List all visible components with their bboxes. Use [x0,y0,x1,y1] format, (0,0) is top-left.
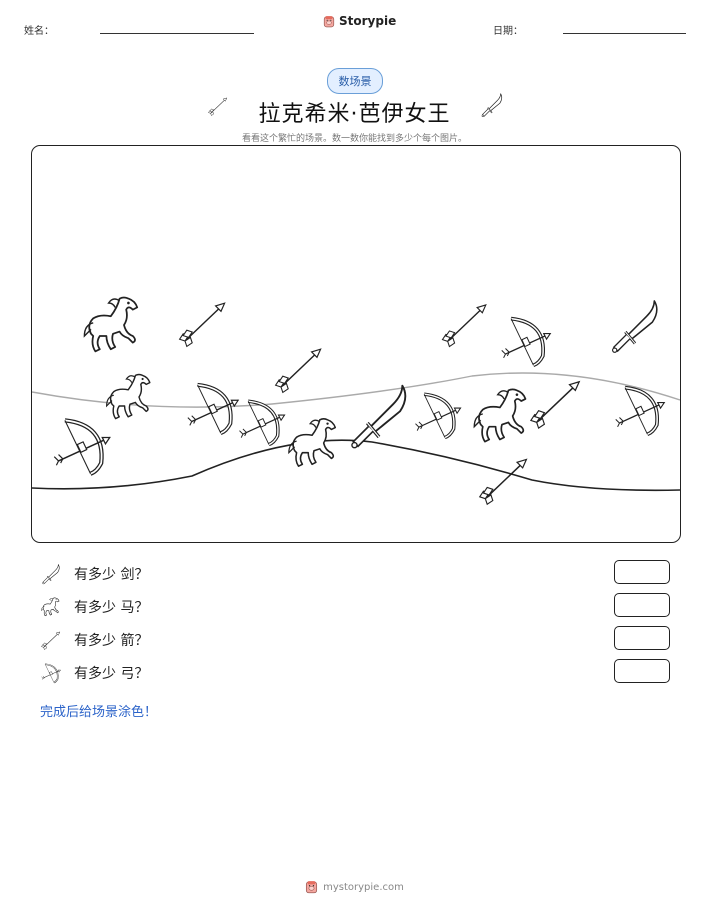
question-row: 有多少 剑？ [40,562,148,586]
bow-icon [40,662,62,684]
bow-icon [188,385,238,433]
answer-box-bows[interactable] [614,659,670,683]
arrow-icon [40,629,62,651]
sword-icon [40,563,62,585]
question-text: 有多少 弓？ [74,666,149,682]
bow-icon [54,420,109,473]
date-line[interactable] [563,33,686,34]
question-text: 有多少 马？ [74,600,149,616]
question-text: 有多少 剑？ [74,567,149,583]
arrow-icon [276,349,321,392]
question-text: 有多少 箭？ [74,633,149,649]
name-line[interactable] [100,33,254,34]
sword-icon [352,386,405,448]
arrow-icon [531,382,579,428]
question-row: 有多少 弓？ [40,661,148,685]
bow-icon [616,388,665,435]
brand-logo: Storypie [323,14,396,28]
arrow-icon [180,303,225,346]
instructions: 看看这个繁忙的场景。数一数你能找到多少个每个图片。 [241,134,467,144]
pig-icon [323,15,335,28]
footer: mystorypie.com [0,880,709,894]
answer-box-swords[interactable] [614,560,670,584]
scene-frame [31,145,681,543]
near-hill-line [32,439,680,492]
answer-box-horses[interactable] [614,593,670,617]
question-row: 有多少 马？ [40,595,148,619]
arrow-icon [480,459,527,504]
footer-url[interactable]: mystorypie.com [323,881,404,893]
coloring-note: 完成后给场景涂色！ [40,705,158,720]
far-hill-line [32,372,680,408]
horse-icon [107,375,150,419]
page-title: 拉克希米·芭伊女王 [258,102,451,127]
date-label: 日期： [493,26,523,37]
brand-name: Storypie [339,14,397,28]
bow-icon [415,394,460,437]
horse-icon [289,419,335,466]
bow-icon [239,401,284,444]
name-label: 姓名： [24,26,54,37]
arrow-icon [442,305,485,347]
horse-icon [474,389,525,441]
horse-icon [84,298,137,352]
answer-box-arrows[interactable] [614,626,670,650]
question-row: 有多少 箭？ [40,628,148,652]
category-badge: 数场景 [327,68,383,94]
scene-illustration [32,146,680,542]
sword-icon [613,301,657,352]
pig-icon [305,880,318,894]
sword-icon [479,92,505,118]
bow-icon [502,319,551,366]
horse-icon [40,596,62,618]
